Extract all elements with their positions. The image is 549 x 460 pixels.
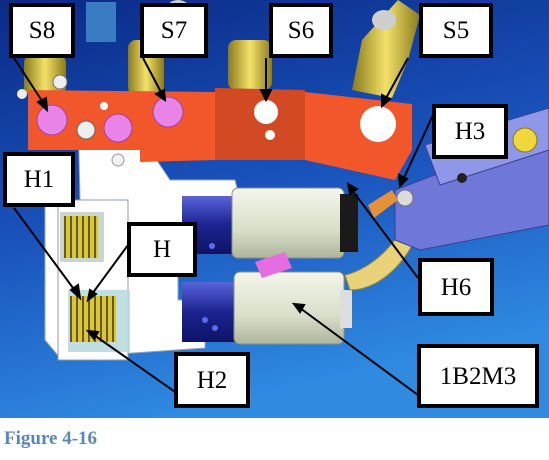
label-s8: S8 [9, 3, 75, 58]
hole-s5 [360, 106, 396, 142]
label-s6: S6 [269, 3, 333, 58]
motor-lower [182, 271, 352, 345]
label-h3: H3 [432, 104, 508, 159]
screw-s7 [152, 96, 184, 128]
label-1b2m3: 1B2M3 [417, 344, 539, 408]
spring-upper [64, 216, 98, 258]
label-s5: S5 [419, 3, 493, 58]
leader-lines [13, 57, 434, 399]
figure-caption: Figure 4-16 [4, 428, 98, 449]
label-h: H [127, 222, 197, 277]
orange-plate [17, 88, 412, 180]
finger-joints [24, 0, 420, 98]
hole-s6-small [265, 130, 275, 140]
screw-s8b [103, 113, 133, 143]
bottom-band [0, 418, 549, 460]
label-h6: H6 [418, 258, 494, 316]
hole-s6 [254, 100, 278, 124]
label-h1: H1 [3, 152, 75, 207]
motor-upper [182, 187, 358, 259]
pink-link [255, 252, 292, 278]
screw-s8 [36, 104, 68, 136]
label-h2: H2 [174, 352, 250, 408]
label-s7: S7 [140, 3, 208, 58]
